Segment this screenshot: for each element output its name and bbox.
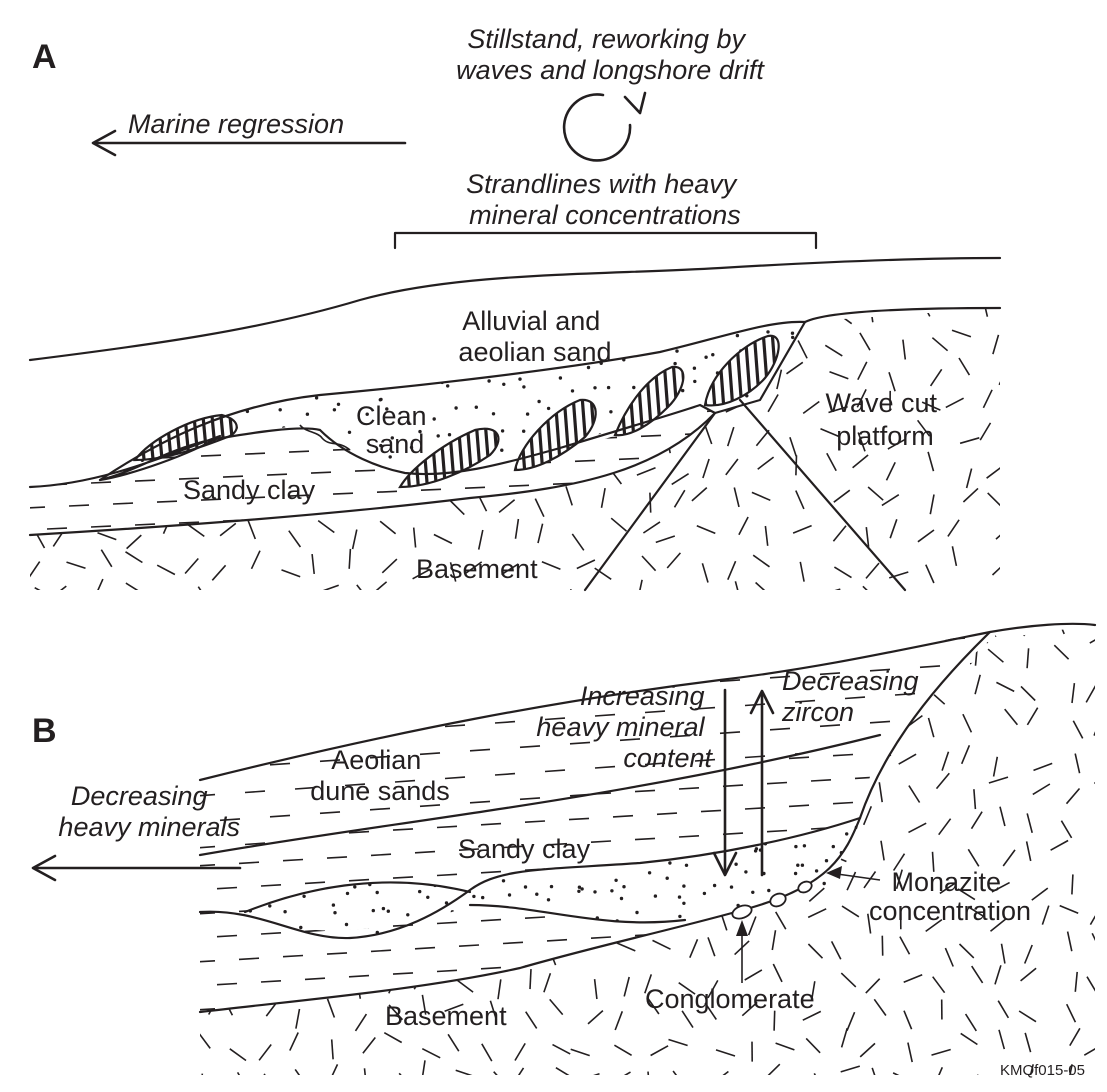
- rotation-arrow-icon: [562, 91, 647, 162]
- strandlines-label: Strandlines with heavy mineral concentra…: [466, 169, 744, 230]
- panel-a: A Stillstand, reworking by waves and lon…: [28, 24, 1002, 592]
- conglomerate-pebbles: [731, 880, 813, 920]
- panel-b-strata-lines: [198, 622, 1097, 1014]
- panel-a-strata-lines: [28, 256, 1002, 592]
- decreasing-heavy-minerals-label: Decreasing heavy minerals: [58, 781, 240, 842]
- strandlines-bracket: [393, 231, 818, 250]
- up-arrow-icon: [749, 689, 775, 877]
- panel-b-sandy-clay-label: Sandy clay: [458, 834, 591, 864]
- panel-a-sandy-clay-label: Sandy clay: [183, 475, 316, 505]
- increasing-heavy-mineral-label: Increasing heavy mineral content: [536, 681, 713, 773]
- conglomerate-pointer-icon: [736, 920, 748, 983]
- panel-b: B Increasing heavy mi: [31, 622, 1097, 1079]
- figure-code: KMQf015-05: [1000, 1062, 1085, 1079]
- stillstand-label: Stillstand, reworking by waves and longs…: [456, 24, 765, 85]
- panel-a-letter: A: [32, 38, 57, 76]
- monazite-label: Monazite concentration: [869, 867, 1031, 926]
- aeolian-dune-label: Aeolian dune sands: [310, 745, 450, 806]
- panel-a-basement-label: Basement: [416, 554, 538, 584]
- regression-arrow-icon: [91, 129, 407, 157]
- left-arrow-icon: [31, 854, 242, 882]
- monazite-pointer-icon: [826, 866, 881, 881]
- clean-sand-label: Clean sand: [356, 401, 434, 459]
- conglomerate-label: Conglomerate: [645, 984, 815, 1014]
- alluvial-sand-label: Alluvial and aeolian sand: [458, 306, 611, 367]
- down-arrow-icon: [712, 688, 738, 877]
- decreasing-zircon-label: Decreasing zircon: [781, 666, 926, 727]
- marine-regression-label: Marine regression: [128, 109, 344, 139]
- panel-b-letter: B: [32, 712, 57, 750]
- panel-b-basement-label: Basement: [385, 1001, 507, 1031]
- wave-cut-platform-label: Wave cut platform: [825, 388, 944, 451]
